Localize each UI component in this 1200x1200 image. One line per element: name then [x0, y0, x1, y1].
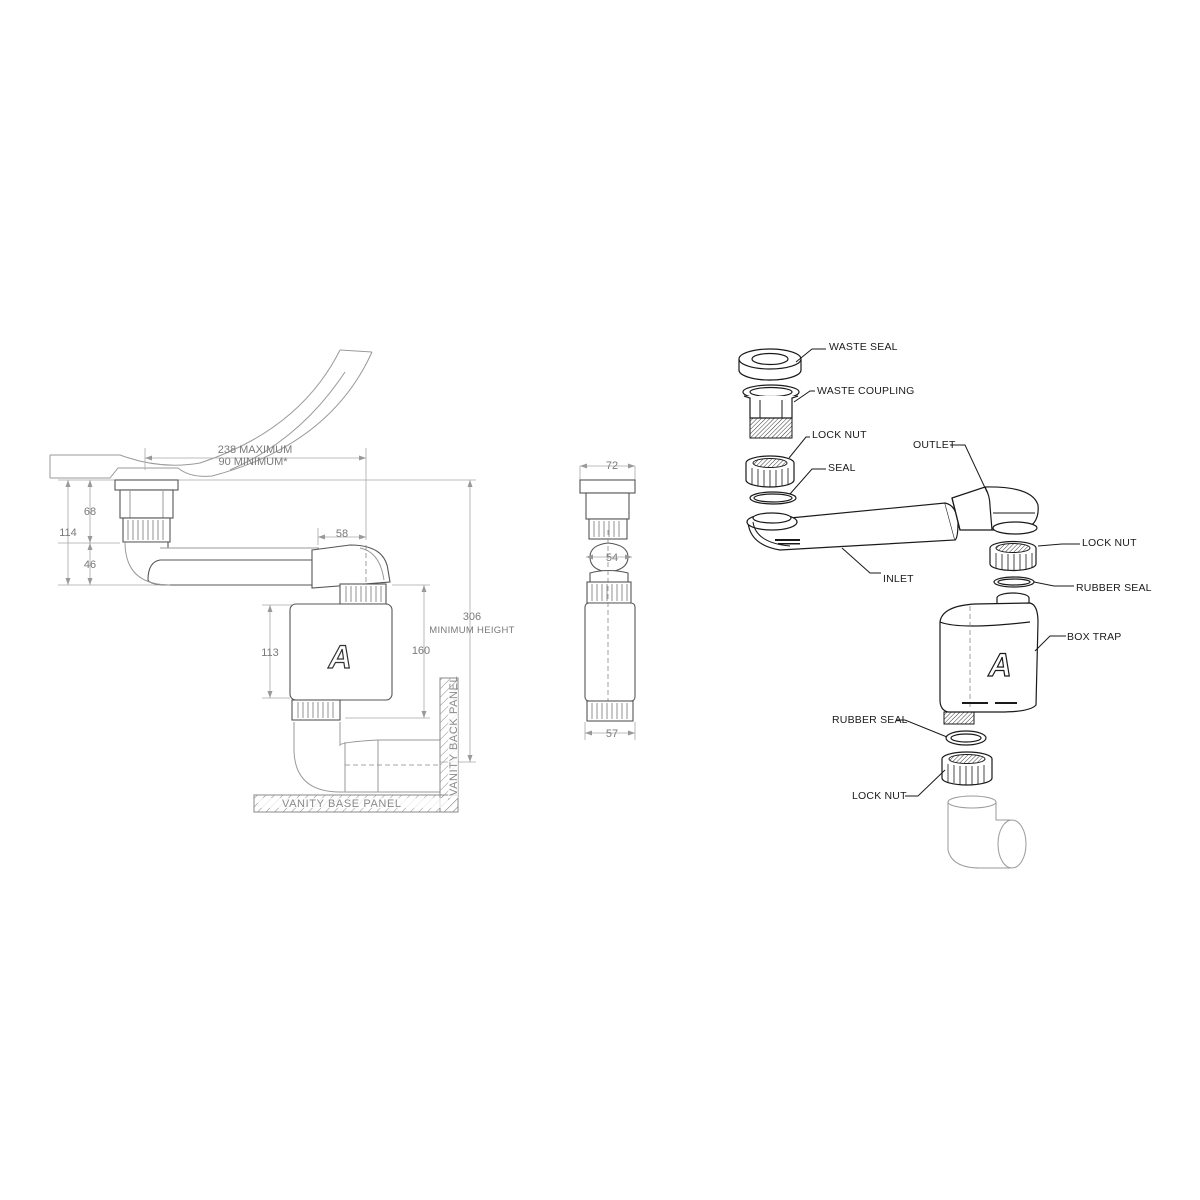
front-elevation-view: A VANITY BACK PANEL — [49, 349, 514, 813]
dim-238-maximum: 238 MAXIMUM — [218, 444, 293, 456]
lock-nut-mid-part — [989, 540, 1037, 572]
front-outlet-elbow — [311, 544, 391, 700]
label-rubber-seal-top: RUBBER SEAL — [1076, 582, 1152, 594]
vanity-back-panel-label: VANITY BACK PANEL — [448, 676, 460, 796]
label-waste-seal: WASTE SEAL — [829, 341, 898, 353]
front-waste-coupling — [114, 479, 179, 543]
part-leaders — [788, 348, 1080, 797]
dim-minimum-height: MINIMUM HEIGHT — [429, 625, 514, 636]
dim-54: 54 — [606, 552, 618, 564]
label-lock-nut-bottom: LOCK NUT — [852, 790, 907, 802]
rubber-seal-top-part — [993, 576, 1035, 588]
label-rubber-seal-bottom: RUBBER SEAL — [832, 714, 908, 726]
vanity-panels: VANITY BACK PANEL VANITY BASE PANEL — [253, 676, 460, 813]
label-waste-coupling: WASTE COUPLING — [817, 385, 915, 397]
dim-57: 57 — [606, 728, 618, 740]
side-elevation-view: 72 54 57 — [579, 460, 636, 740]
label-lock-nut-top: LOCK NUT — [812, 429, 867, 441]
brand-logo-mark-exploded: A — [987, 647, 1011, 683]
box-trap-part: A — [939, 592, 1039, 725]
dim-90-minimum: 90 MINIMUM* — [218, 456, 288, 468]
label-inlet: INLET — [883, 573, 914, 585]
basin-outline — [49, 349, 373, 479]
dim-58: 58 — [336, 528, 348, 540]
front-inlet-pipe — [124, 541, 319, 586]
dim-68: 68 — [84, 506, 96, 518]
front-dimension-labels: 238 MAXIMUM 90 MINIMUM* 68 114 46 58 113… — [59, 444, 514, 659]
exploded-view: A — [738, 341, 1152, 869]
dim-114: 114 — [59, 527, 77, 539]
brand-logo-mark: A — [327, 639, 351, 675]
dim-46: 46 — [84, 559, 96, 571]
waste-elbow-part — [947, 795, 1027, 869]
outlet-part — [951, 486, 1039, 535]
front-lock-nut-upper — [339, 583, 387, 605]
dimension-lines — [65, 455, 473, 762]
waste-seal-part — [738, 348, 802, 381]
label-box-trap: BOX TRAP — [1067, 631, 1122, 643]
front-waste-elbow — [293, 722, 440, 793]
dim-72: 72 — [606, 460, 618, 472]
lock-nut-bottom-part — [941, 751, 993, 786]
label-lock-nut-mid: LOCK NUT — [1082, 537, 1137, 549]
vanity-base-panel-label: VANITY BASE PANEL — [282, 798, 402, 810]
front-lock-nut-lower — [291, 699, 341, 721]
label-seal: SEAL — [828, 462, 856, 474]
part-labels: WASTE SEAL WASTE COUPLING LOCK NUT SEAL … — [812, 341, 1152, 802]
front-box-trap: A — [289, 603, 393, 701]
dim-306: 306 — [463, 611, 481, 623]
dim-113: 113 — [261, 647, 279, 659]
dim-160: 160 — [412, 645, 430, 657]
rubber-seal-bottom-part — [945, 730, 987, 746]
lock-nut-top-part — [745, 455, 795, 488]
inlet-part — [746, 502, 959, 551]
label-outlet: OUTLET — [913, 439, 956, 451]
waste-coupling-part — [742, 384, 800, 439]
seal-part — [749, 491, 797, 505]
